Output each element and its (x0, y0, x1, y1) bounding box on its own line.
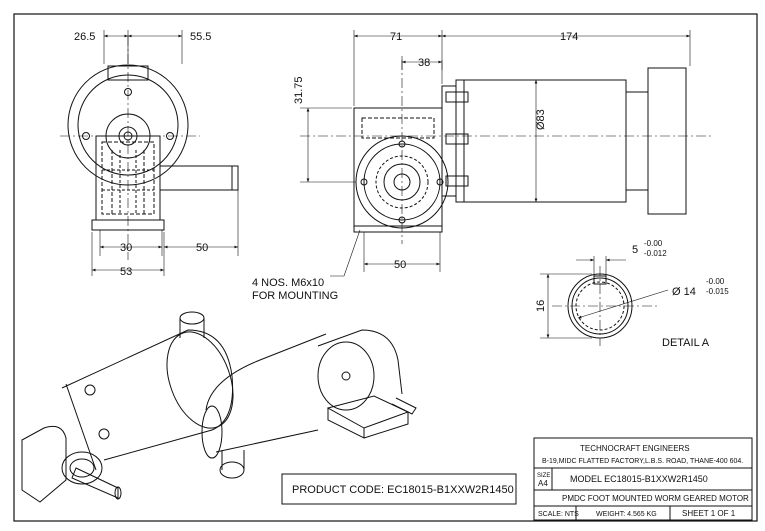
detail-shaft-dia-tol-lower: -0.015 (706, 287, 729, 296)
title-block-sheet: SHEET 1 OF 1 (682, 509, 736, 518)
detail-shaft-dia-label: Ø 14 (672, 286, 696, 298)
title-block-company: TECHNOCRAFT ENGINEERS (580, 444, 690, 453)
isometric-view-right (201, 329, 417, 479)
title-block-weight: WEIGHT: 4.565 KG (596, 511, 657, 518)
title-block-size-value: A4 (538, 479, 548, 488)
front-right-offset-label: 55.5 (190, 31, 211, 43)
front-view-dimensions (91, 30, 239, 276)
detail-a-view (540, 256, 669, 346)
side-diameter-label: Ø83 (535, 109, 547, 130)
detail-key-height-label: 16 (535, 300, 547, 312)
title-block-description: PMDC FOOT MOUNTED WORM GEARED MOTOR (562, 494, 749, 503)
drawing-border (13, 13, 758, 522)
isometric-view-left (21, 311, 234, 503)
detail-key-width-tol-upper: -0.00 (644, 239, 663, 248)
detail-key-width-label: 5 (632, 244, 638, 256)
front-view (60, 36, 239, 260)
side-view (300, 60, 712, 244)
product-code-label: PRODUCT CODE: EC18015-B1XXW2R1450 (292, 484, 514, 496)
side-shaft-center-label: 38 (418, 57, 430, 69)
title-block-scale: SCALE: NTS (538, 511, 579, 518)
title-block-address: B-19,MIDC FLATTED FACTORY,L.B.S. ROAD, T… (542, 458, 743, 465)
side-view-dimensions (300, 30, 691, 277)
side-height-label: 31.75 (293, 76, 305, 104)
side-gearbox-length-label: 71 (390, 31, 402, 43)
front-left-offset-label: 26.5 (74, 31, 95, 43)
detail-key-width-tol-lower: -0.012 (644, 249, 667, 258)
product-code-box (281, 473, 517, 505)
title-block-size-label: SIZE (537, 473, 550, 479)
title-block-model: MODEL EC18015-B1XXW2R1450 (570, 474, 708, 484)
side-bolt-spacing-label: 50 (394, 259, 406, 271)
mounting-note-line1: 4 NOS. M6x10 (252, 277, 324, 289)
front-shaft-length-label: 50 (196, 242, 208, 254)
title-block (533, 437, 753, 521)
front-base-width-label: 53 (120, 266, 132, 278)
detail-shaft-dia-tol-upper: -0.00 (706, 277, 725, 286)
detail-a-caption: DETAIL A (662, 337, 710, 349)
mounting-note-line2: FOR MOUNTING (252, 290, 338, 302)
side-motor-length-label: 174 (560, 31, 578, 43)
front-inner-width-label: 30 (120, 242, 132, 254)
